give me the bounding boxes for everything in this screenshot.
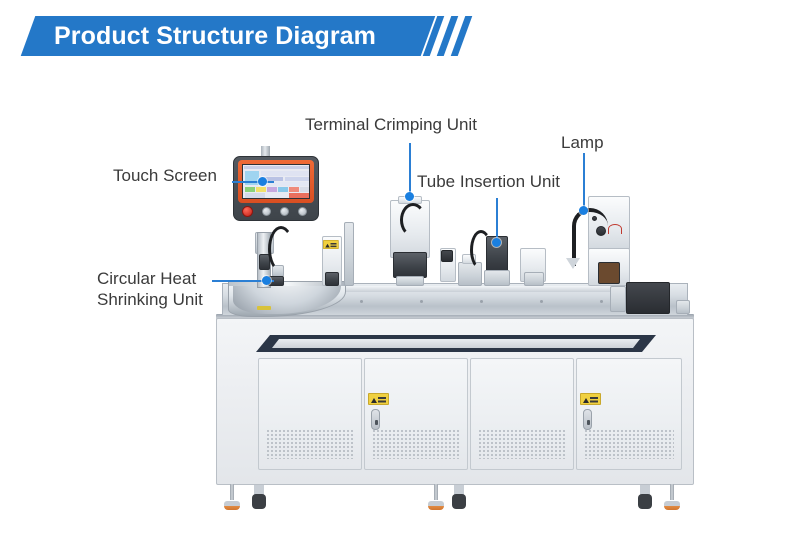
callout-lamp: Lamp [561, 133, 604, 152]
warning-label-1 [368, 393, 389, 405]
vent-panel-4 [584, 429, 674, 459]
crimping-press-hose [400, 203, 426, 237]
door-lock-2[interactable] [583, 409, 592, 430]
vent-panel-3 [478, 429, 566, 459]
page-header-banner: Product Structure Diagram [0, 16, 473, 56]
leader-dot-tube-insertion [492, 238, 501, 247]
deck-rail [236, 286, 616, 292]
leader-circular-heat-shrink [212, 280, 274, 282]
control-box-side [610, 286, 626, 312]
leader-dot-terminal-crimping [405, 192, 414, 201]
cabinet-accent-strip-inner [272, 339, 640, 348]
callout-tube-insertion-unit: Tube Insertion Unit [417, 172, 560, 191]
right-feed-base [524, 272, 544, 286]
gooseneck-work-lamp [572, 208, 608, 266]
tube-insertion-gripper [484, 270, 510, 286]
callout-circular-heat-shrinking-unit: Circular Heat Shrinking Unit [97, 268, 227, 310]
hmi-button-2[interactable] [280, 207, 289, 216]
crimping-press-anvil [396, 276, 424, 286]
leader-tube-insertion [496, 198, 498, 244]
vent-panel-2 [372, 429, 460, 459]
callout-touch-screen: Touch Screen [113, 166, 217, 185]
leader-touch-screen [232, 181, 274, 183]
right-end-block [676, 300, 690, 314]
leader-dot-lamp [579, 206, 588, 215]
mid-left-head [325, 272, 339, 286]
control-box [626, 282, 670, 314]
leader-dot-circular-heat-shrink [262, 276, 271, 285]
cabinet-door-4[interactable] [576, 358, 682, 470]
leveling-foot-1 [224, 484, 240, 510]
caster-wheel-3 [638, 485, 652, 509]
tube-feed-marker [441, 250, 453, 262]
lamp-head-icon [566, 258, 580, 269]
cabinet-door-2[interactable] [364, 358, 468, 470]
callout-circular-heat-line2: Shrinking Unit [97, 290, 203, 309]
leader-terminal-crimping [409, 143, 411, 196]
left-air-hose [268, 226, 294, 272]
right-air-hose [470, 230, 492, 270]
warning-label-2 [580, 393, 601, 405]
caster-wheel-1 [252, 485, 266, 509]
emergency-stop-button[interactable] [242, 206, 253, 217]
press-gauge-arc [608, 224, 622, 234]
crimping-press-ram [393, 252, 427, 278]
cabinet-door-1[interactable] [258, 358, 362, 470]
door-lock-1[interactable] [371, 409, 380, 430]
press-window [598, 262, 620, 284]
hmi-button-row [238, 206, 314, 218]
leveling-foot-3 [664, 484, 680, 510]
leader-dot-touch-screen [258, 177, 267, 186]
cabinet-top-edge [216, 314, 694, 321]
vent-panel-1 [266, 429, 354, 459]
callout-circular-heat-line1: Circular Heat [97, 269, 197, 288]
cabinet-door-3[interactable] [470, 358, 574, 470]
page-title: Product Structure Diagram [54, 22, 377, 50]
mid-left-post [344, 222, 354, 286]
caster-wheel-2 [452, 485, 466, 509]
hmi-button-1[interactable] [262, 207, 271, 216]
circular-heat-shrink-bowl [228, 281, 346, 317]
leader-lamp [583, 153, 585, 211]
callout-terminal-crimping-unit: Terminal Crimping Unit [305, 115, 477, 134]
mid-left-warning-label [323, 240, 339, 249]
leveling-foot-2 [428, 484, 444, 510]
hmi-button-3[interactable] [298, 207, 307, 216]
